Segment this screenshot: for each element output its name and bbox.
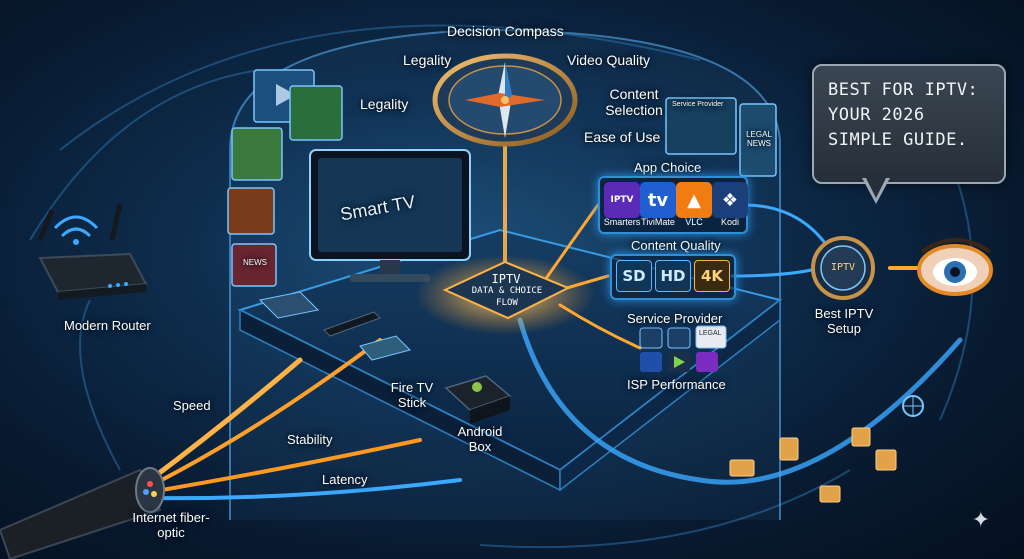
app-tile-kodi-icon: ❖	[712, 182, 748, 218]
isp-performance-label: ISP Performance	[627, 377, 726, 392]
title-callout-tail-inner	[865, 176, 887, 198]
fire-tv-stick-label: Fire TV Stick	[390, 380, 434, 410]
metric-stability: Stability	[287, 432, 333, 447]
sparkle-icon: ✦	[971, 508, 990, 533]
android-box-label: Android Box	[457, 424, 503, 454]
title-line-2: YOUR 2026	[828, 105, 925, 125]
content-quality-label: Content Quality	[631, 238, 721, 253]
legal-news-label: LEGAL NEWS	[746, 130, 772, 148]
metric-speed: Speed	[173, 398, 211, 413]
compass-item-ease-of-use: Ease of Use	[584, 129, 661, 145]
hub-title: IPTV	[491, 272, 521, 286]
quality-hd: HD	[655, 260, 691, 292]
compass-item-legality: Legality	[360, 96, 409, 112]
title-line-1: BEST FOR IPTV:	[828, 80, 979, 100]
app-name-vlc: VLC	[685, 217, 703, 227]
compass-item-legality-top: Legality	[403, 52, 452, 68]
app-choice-label: App Choice	[634, 160, 702, 175]
title-callout: BEST FOR IPTV: YOUR 2026 SIMPLE GUIDE.	[812, 64, 1006, 184]
compass-item-content-selection: Content Selection	[605, 86, 663, 118]
service-provider-screen-label: Service Provider	[672, 101, 724, 108]
app-tile-vlc-icon: ▲	[676, 182, 712, 218]
compass-title: Decision Compass	[447, 23, 564, 39]
app-tile-tivimate-icon: tv	[640, 182, 676, 218]
hub-subtitle-flow: FLOW	[496, 298, 518, 308]
legal-badge: LEGAL	[699, 330, 722, 337]
app-tile-smarters-icon: IPTV	[604, 182, 640, 218]
title-line-3: SIMPLE GUIDE.	[828, 130, 968, 150]
hub-subtitle: DATA & CHOICE	[471, 286, 543, 296]
news-screen-label: NEWS	[243, 258, 267, 267]
router-label: Modern Router	[64, 318, 151, 333]
app-name-kodi: Kodi	[720, 217, 740, 227]
quality-4k: 4K	[694, 260, 730, 292]
compass-item-video-quality: Video Quality	[567, 52, 651, 68]
app-name-smarters: Smarters	[603, 217, 641, 227]
best-setup-badge-text: IPTV	[830, 262, 856, 273]
metric-latency: Latency	[322, 472, 368, 487]
service-provider-label: Service Provider	[627, 311, 723, 326]
quality-sd: SD	[616, 260, 652, 292]
page-title: BEST FOR IPTV: YOUR 2026 SIMPLE GUIDE.	[828, 78, 998, 153]
app-name-tivimate: TiviMate	[641, 217, 675, 227]
fiber-cable-label: Internet fiber-optic	[132, 510, 210, 540]
best-setup-label: Best IPTV Setup	[814, 306, 874, 336]
